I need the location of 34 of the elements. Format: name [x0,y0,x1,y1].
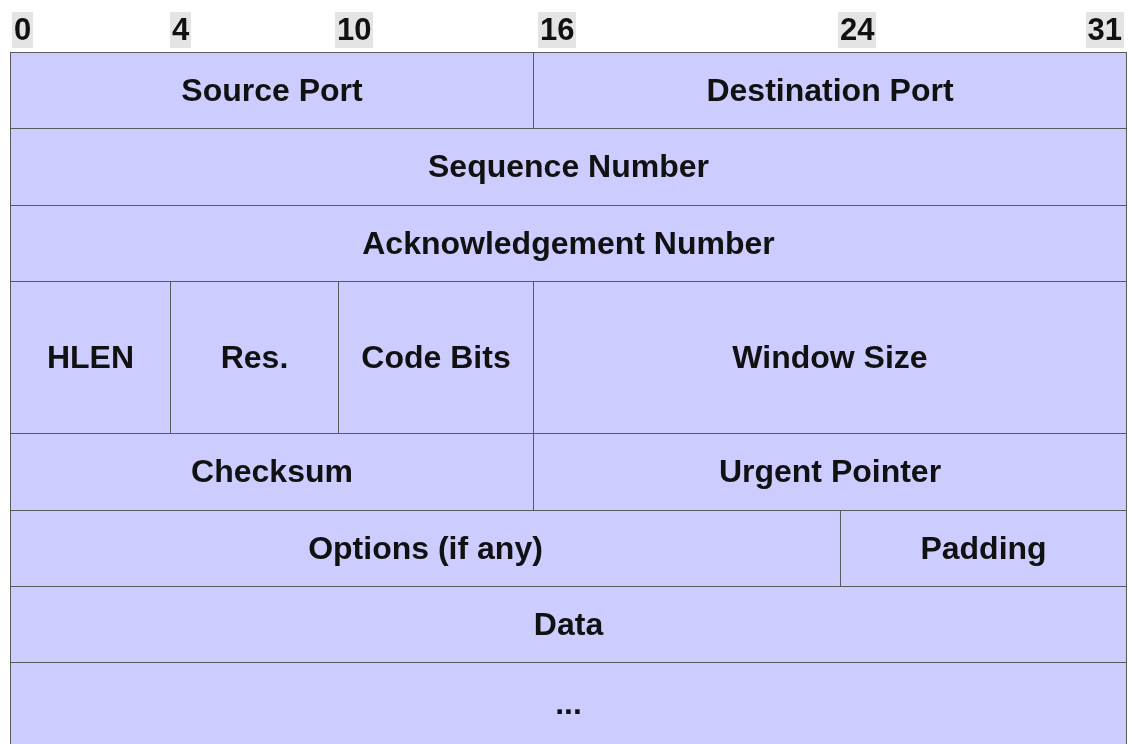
header-field [170,281,339,434]
header-field [10,52,534,129]
field-label: Options (if any) [307,531,544,566]
bit-number: 10 [335,12,374,48]
bit-number: 24 [838,12,877,48]
header-field [10,281,171,434]
header-field [10,586,1127,663]
header-field [533,281,1127,434]
field-label: Res. [219,340,290,375]
bit-number: 0 [12,12,34,48]
field-label: Window Size [731,340,929,375]
field-label: Sequence Number [427,150,710,184]
header-field [10,662,1127,744]
bit-number: 16 [538,12,577,48]
field-label: Code Bits [360,340,512,375]
field-label: ... [554,686,583,721]
header-field [10,205,1127,282]
bit-number: 31 [1085,12,1124,48]
field-label: Checksum [190,455,354,489]
header-field [10,510,841,587]
header-field [840,510,1127,587]
field-label: Urgent Pointer [717,455,943,489]
field-label: Padding [919,531,1048,566]
header-field [10,433,534,511]
field-label: Data [532,607,605,642]
bit-number: 4 [170,12,192,48]
field-label: Acknowledgement Number [361,226,776,261]
header-field [10,128,1127,206]
header-field [533,52,1127,129]
field-label: Destination Port [705,73,955,108]
field-label: Source Port [180,73,364,108]
header-field [533,433,1127,511]
header-field [338,281,534,434]
field-label: HLEN [45,340,136,375]
